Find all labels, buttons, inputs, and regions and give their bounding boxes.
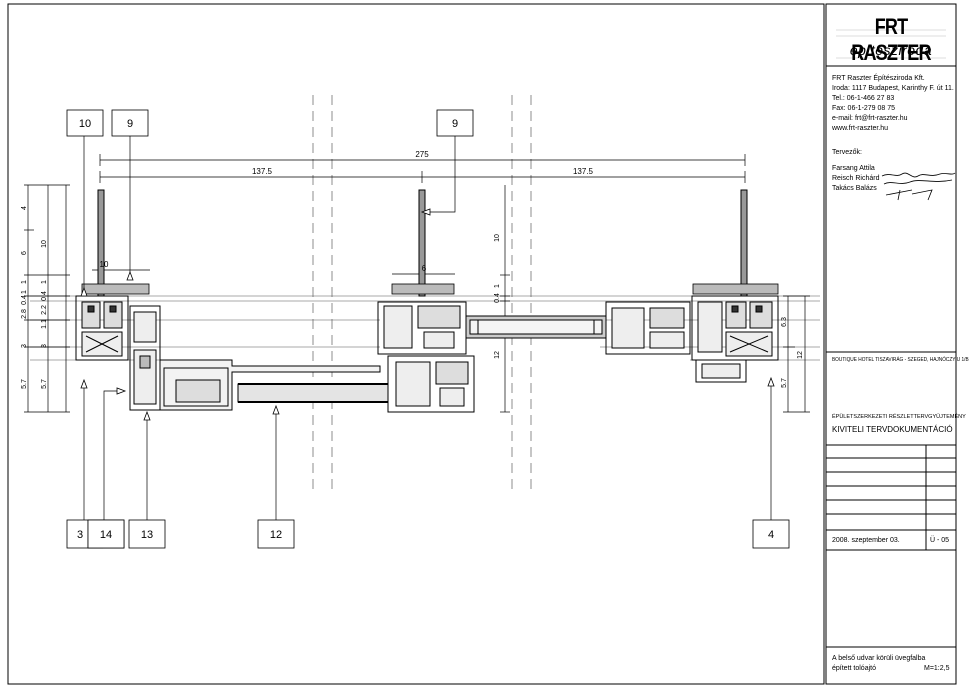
drawing-title-2: épített tolóajtó [832,665,876,672]
title-block-frame [825,3,957,685]
designer-name: Farsang Attila [832,165,875,172]
dim-left-a-2: 6 [21,251,28,255]
firm-tel: Tel.: 06-1-466 27 83 [832,95,895,102]
firm-logo: FRT RASZTER [851,14,931,65]
callout-bottom-5: 4 [768,529,774,541]
dim-left-a-6: 2.8 [21,309,28,319]
callout-top-1: 10 [79,118,91,130]
dim-left-b-2: 1 [41,280,48,284]
designer-name: Reisch Richárd [832,175,880,182]
dim-half-right: 137.5 [573,167,594,176]
dim-left-b-1: 10 [41,240,48,248]
dim-v04: 0.4 [494,293,501,303]
doc-type-1: ÉPÜLETSZERKEZETI RÉSZLETTERVGYŰJTEMÉNY [832,414,966,420]
reference-lines [312,95,532,490]
dim-left-a-5: 0.4 [21,295,28,305]
firm-fax: Fax: 06-1-279 08 75 [832,105,896,112]
glass-fins [97,189,748,297]
dim-w6: 6 [422,264,427,273]
doc-type-2: KIVITELI TERVDOKUMENTÁCIÓ [832,425,953,434]
firm-name: FRT Raszter Építésziroda Kft. [832,75,925,82]
dim-left-b-6: 3 [41,344,48,348]
dim-w10: 10 [100,260,109,269]
title-block: FRT RASZTER építésziroda FRT Raszter Épí… [826,4,969,684]
callout-bottom-4: 12 [270,529,282,541]
designer-name: Takács Balázs [832,185,877,192]
callout-bottom-1: 3 [77,529,83,541]
dim-left-b-7: 5.7 [41,379,48,389]
callout-top-3: 9 [452,118,458,130]
dim-left-b-4: 2.2 [41,305,48,315]
dim-left-a-4: 1 [21,290,28,294]
dim-total: 275 [415,150,429,159]
dim-left-a-3: 1 [21,280,28,284]
project-name: BOUTIQUE HOTEL TISZAVIRÁG - SZEGED, HAJN… [832,357,969,363]
dim-v10: 10 [494,234,501,242]
callout-top-2: 9 [127,118,133,130]
leader-arrows [80,208,775,421]
callout-boxes [66,109,790,549]
issue-date: 2008. szeptember 03. [832,537,900,544]
firm-logo-subtitle: építésziroda [849,42,933,58]
left-post-profile [75,295,129,361]
dim-left-a-7: 3 [21,344,28,348]
designers-label: Tervezők: [832,149,862,156]
firm-web: www.frt-raszter.hu [832,125,889,132]
firm-office: Iroda: 1117 Budapest, Karinthy F. út 11. [832,85,954,92]
logo-grid [836,29,946,59]
dim-r57: 5.7 [781,378,788,388]
dim-r63: 6.3 [781,317,788,327]
dim-half-left: 137.5 [252,167,273,176]
dim-left-a-1: 4 [21,206,28,210]
designer-signatures [881,172,956,201]
callout-bottom-3: 13 [141,529,153,541]
dim-v1: 1 [494,284,501,288]
dim-left-b-5: 1.1 [41,319,48,329]
drawing-title-1: A belső udvar körüli üvegfalba [832,655,926,662]
center-profiles [377,301,691,413]
drawing-scale: M=1:2,5 [924,665,950,672]
fin-caps [81,283,779,295]
dim-r12: 12 [797,351,804,359]
dim-left-b-3: 0.4 [41,291,48,301]
dim-left-a-8: 5.7 [21,379,28,389]
callout-bottom-2: 14 [100,529,112,541]
right-post-profile [691,295,779,383]
left-sliding-frame [129,305,389,411]
sheet-number: Ü - 05 [930,537,950,544]
firm-email: e-mail: frt@frt-raszter.hu [832,115,908,122]
dim-v12: 12 [494,351,501,359]
